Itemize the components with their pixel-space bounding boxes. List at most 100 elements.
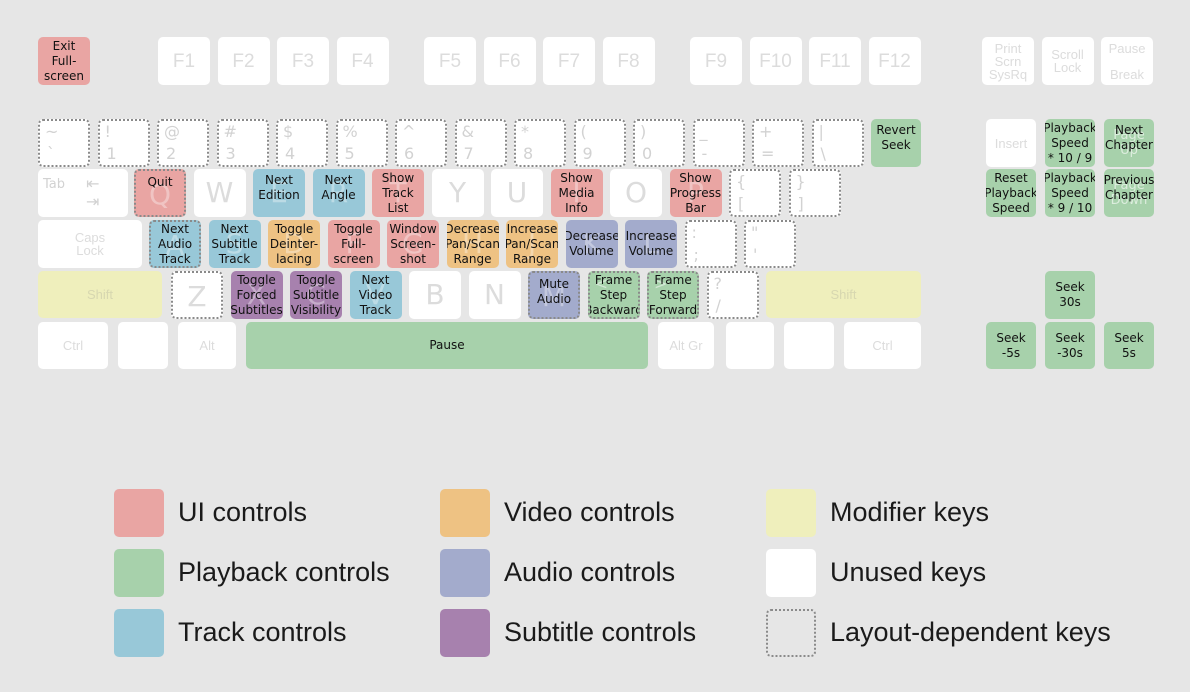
key-d2: @2 — [157, 119, 209, 167]
key-backspace: Revert Seek — [871, 119, 921, 167]
key-label: F2 — [232, 50, 255, 72]
key-label: Print Scrn SysRq — [988, 40, 1028, 82]
key-end: Playback Speed * 9 / 10 — [1045, 169, 1095, 217]
key-label: Alt Gr — [669, 338, 703, 353]
legend-swatch — [440, 489, 490, 537]
key-shift-glyph: ( — [580, 122, 587, 141]
key-base-glyph: ' — [753, 245, 758, 264]
key-shift-glyph: + — [759, 122, 773, 141]
key-action: Seek 5s — [1114, 330, 1144, 360]
key-letter: M — [541, 280, 567, 313]
key-esc: Exit Full- screen — [38, 37, 90, 85]
key-f6: F6 — [483, 37, 536, 85]
legend-label: UI controls — [178, 497, 308, 527]
key-label: Alt — [199, 338, 215, 353]
key-shift-glyph: : — [691, 223, 697, 242]
key-action: Increase Pan/Scan Range — [506, 221, 558, 266]
key-shift-glyph: ) — [640, 122, 647, 141]
key-d7: &7 — [454, 119, 507, 167]
key-action: Playback Speed * 9 / 10 — [1045, 170, 1095, 215]
key-f1: F1 — [158, 37, 210, 85]
key-letter: K — [582, 227, 601, 260]
key-label: F1 — [172, 50, 196, 72]
key-capslock: Caps Lock — [38, 220, 142, 268]
legend-swatch — [114, 549, 164, 597]
key-d9: (9 — [573, 119, 626, 167]
key-action: Mute Audio — [536, 277, 572, 306]
key-prtsc: Print Scrn SysRq — [982, 37, 1034, 85]
key-label: F3 — [291, 50, 315, 72]
legend-label: Playback controls — [178, 557, 390, 587]
legend-swatch — [440, 609, 490, 657]
key-base-glyph: , — [596, 296, 602, 315]
legend-label: Subtitle controls — [504, 617, 697, 647]
key-action: Decrease Pan/Scan Range — [446, 221, 499, 266]
key-f9: F9 — [690, 37, 742, 85]
key-letter: N — [484, 278, 505, 311]
key-equal: += — [752, 119, 804, 167]
key-z: Z — [171, 271, 223, 319]
key-label: F4 — [351, 50, 374, 72]
key-base-glyph: ; — [693, 245, 699, 264]
tab-arrow-icon: ⇤ ⇥ — [86, 174, 100, 211]
key-label: Pause Break — [1108, 40, 1146, 82]
key-left: Seek -5s — [986, 322, 1036, 369]
key-letter: I — [572, 176, 581, 209]
key-label: F11 — [819, 50, 851, 72]
legend-swatch — [766, 609, 816, 657]
key-right: Seek 5s — [1104, 322, 1154, 369]
key-f12: F12 — [868, 37, 921, 85]
key-letter: Y — [448, 176, 467, 209]
key-action: Toggle Forced Subtitles — [230, 272, 283, 317]
key-shift-glyph: # — [223, 122, 237, 141]
key-shift-glyph: _ — [699, 122, 708, 141]
legend-label: Modifier keys — [830, 497, 990, 527]
key-lalt: Alt — [178, 322, 236, 369]
legend-swatch — [114, 609, 164, 657]
key-action: Next Audio Track — [157, 221, 193, 266]
key-action: Seek 30s — [1055, 280, 1085, 309]
key-letter: J — [527, 227, 537, 260]
key-label: F7 — [557, 50, 581, 72]
key-shift-glyph: * — [521, 122, 529, 141]
key-shift-glyph: " — [751, 223, 759, 242]
key-shift-glyph: > — [654, 274, 668, 293]
key-letter: E — [270, 176, 288, 209]
key-o: O — [610, 169, 662, 217]
key-letter: Z — [187, 280, 207, 313]
key-action: Show Progress Bar — [669, 170, 722, 215]
key-pause-break: Pause Break — [1101, 37, 1153, 85]
key-space: Pause — [246, 322, 648, 369]
key-base-glyph: . — [656, 296, 662, 315]
key-shift-glyph: & — [461, 122, 474, 141]
key-letter: V — [365, 278, 386, 311]
key-label: F5 — [438, 50, 462, 72]
key-slash: ?/ — [706, 271, 759, 319]
key-rshift: Shift — [766, 271, 921, 318]
legend-swatch — [440, 549, 490, 597]
key-letter: R — [328, 176, 349, 209]
key-y: Y — [431, 169, 484, 217]
key-action: Seek -30s — [1055, 330, 1085, 360]
key-base-glyph: 6 — [404, 144, 415, 163]
key-label: Ctrl — [872, 338, 893, 353]
key-action: Pause — [429, 338, 465, 352]
key-up: Seek 30s — [1045, 271, 1095, 319]
key-action: Increase Volume — [625, 229, 677, 258]
key-home: Playback Speed * 10 / 9 — [1045, 119, 1095, 167]
key-action: Toggle Subtitle Visibility — [290, 272, 342, 317]
key-d1: !1 — [97, 119, 150, 167]
key-letter: O — [624, 176, 648, 209]
key-f3: F3 — [277, 37, 329, 85]
key-base-glyph: 5 — [344, 144, 355, 163]
key-action: Frame Step Forward — [648, 272, 698, 317]
key-base-glyph: 2 — [166, 144, 177, 163]
